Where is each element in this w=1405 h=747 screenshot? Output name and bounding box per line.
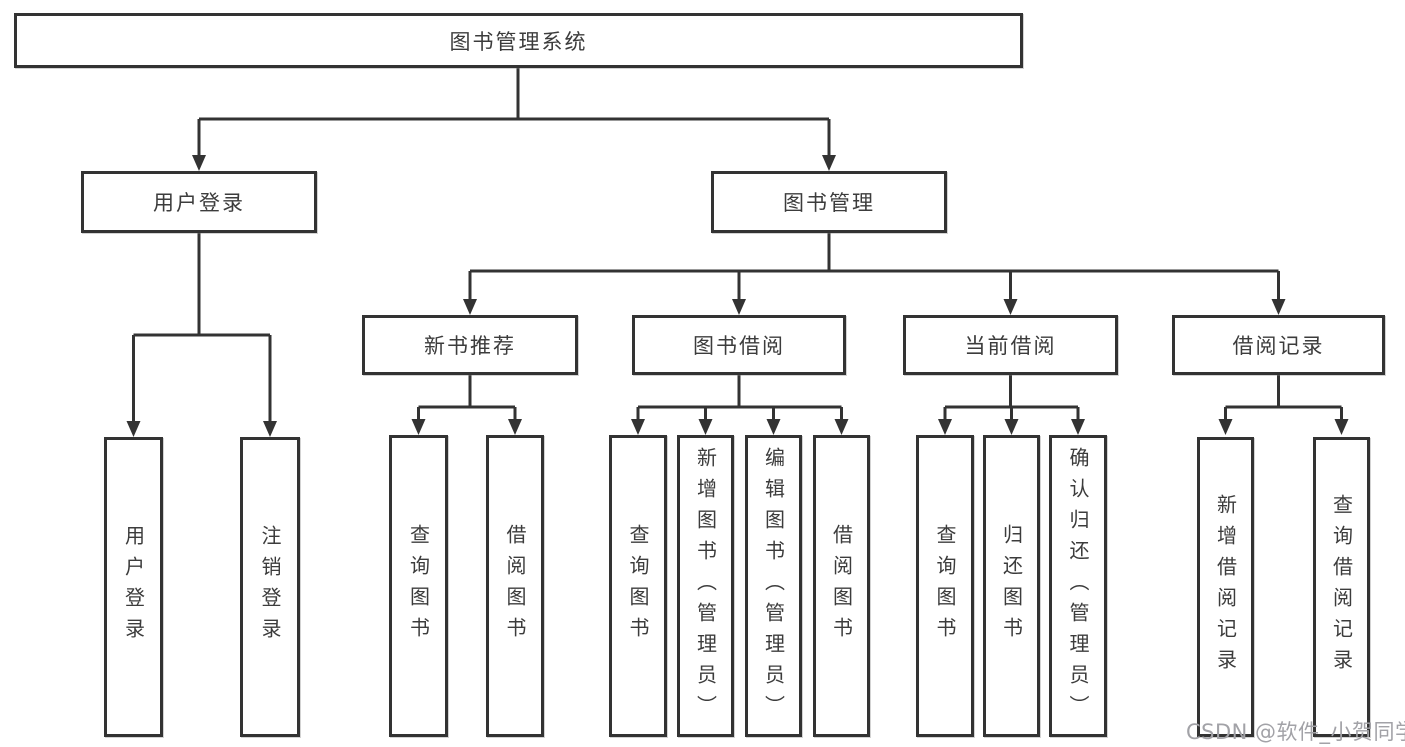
leaf-add-borrow-record-label: 新增借阅记录 <box>1213 494 1238 680</box>
csdn-watermark: CSDN @软件_小贺同学 <box>1186 720 1405 744</box>
node-user-login-label: 用户登录 <box>153 191 245 215</box>
leaf-query-borrow-record: 查询借阅记录 <box>1313 437 1370 737</box>
node-current-borrowing: 当前借阅 <box>903 315 1118 375</box>
node-user-login: 用户登录 <box>81 171 317 233</box>
leaf-borrow-books-borrowing-label: 借阅图书 <box>829 524 854 648</box>
node-library-system: 图书管理系统 <box>14 13 1023 68</box>
leaf-borrow-books-borrowing: 借阅图书 <box>813 435 870 737</box>
leaf-add-book-admin-label: 新增图书（管理员） <box>693 446 718 726</box>
leaf-borrow-books-recommend: 借阅图书 <box>486 435 544 737</box>
leaf-confirm-return-admin-label: 确认归还（管理员） <box>1066 446 1090 726</box>
node-borrowing-records: 借阅记录 <box>1172 315 1385 375</box>
node-new-book-recommend: 新书推荐 <box>362 315 578 375</box>
leaf-logout-label: 注销登录 <box>258 525 282 649</box>
leaf-query-books-borrowing-label: 查询图书 <box>626 524 650 648</box>
leaf-user-login-label: 用户登录 <box>121 525 146 649</box>
leaf-edit-book-admin: 编辑图书（管理员） <box>745 435 802 737</box>
leaf-logout: 注销登录 <box>240 437 300 737</box>
leaf-query-books-current-label: 查询图书 <box>933 524 957 648</box>
leaf-borrow-books-recommend-label: 借阅图书 <box>503 524 527 648</box>
node-book-management: 图书管理 <box>711 171 947 233</box>
leaf-query-borrow-record-label: 查询借阅记录 <box>1329 494 1354 680</box>
leaf-query-books-recommend-label: 查询图书 <box>406 524 431 648</box>
node-new-book-recommend-label: 新书推荐 <box>424 334 516 358</box>
leaf-return-books-label: 归还图书 <box>999 524 1024 648</box>
leaf-query-books-current: 查询图书 <box>916 435 974 737</box>
node-borrowing-records-label: 借阅记录 <box>1232 334 1325 358</box>
leaf-query-books-borrowing: 查询图书 <box>609 435 667 737</box>
leaf-query-books-recommend: 查询图书 <box>389 435 448 737</box>
leaf-return-books: 归还图书 <box>983 435 1040 737</box>
leaf-edit-book-admin-label: 编辑图书（管理员） <box>761 446 786 726</box>
node-book-borrowing-label: 图书借阅 <box>693 334 785 358</box>
leaf-add-borrow-record: 新增借阅记录 <box>1197 437 1254 737</box>
node-current-borrowing-label: 当前借阅 <box>964 334 1057 358</box>
leaf-add-book-admin: 新增图书（管理员） <box>677 435 734 737</box>
leaf-user-login: 用户登录 <box>104 437 163 737</box>
node-library-system-label: 图书管理系统 <box>449 29 588 54</box>
node-book-management-label: 图书管理 <box>783 191 875 215</box>
leaf-confirm-return-admin: 确认归还（管理员） <box>1049 435 1107 737</box>
node-book-borrowing: 图书借阅 <box>632 315 846 375</box>
